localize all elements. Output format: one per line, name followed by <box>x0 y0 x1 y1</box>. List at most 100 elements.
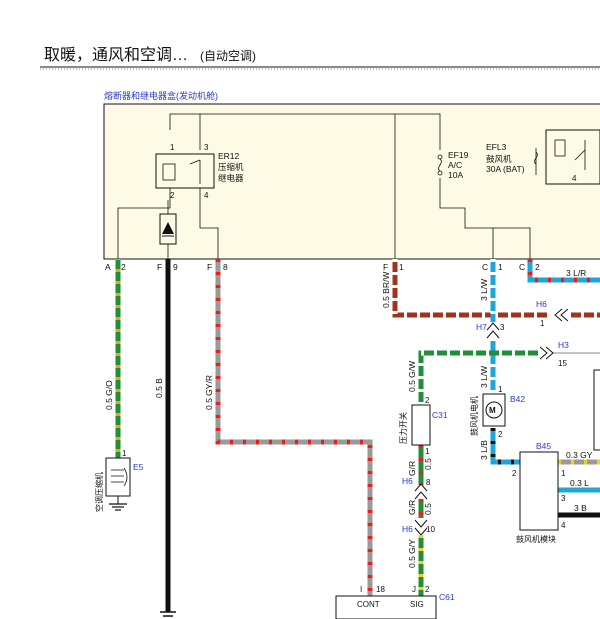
fuse-efl3-pin: 4 <box>572 174 577 183</box>
component-b42: M 1 2 B42 鼓风机电机 <box>469 385 525 439</box>
splice-h7: H7 <box>476 322 487 332</box>
page-subtitle: (自动空调) <box>200 49 256 63</box>
conn-a-letter: A <box>105 262 111 272</box>
b45-pin4: 4 <box>561 521 566 530</box>
conn-c1-pin: 1 <box>498 262 503 272</box>
fuse-ef19-id: EF19 <box>448 150 469 160</box>
label-lb: 3 L/B <box>479 440 489 460</box>
splice-h6-a: H6 <box>402 476 413 486</box>
relay-id: ER12 <box>218 151 240 161</box>
relay-pin1: 1 <box>170 143 175 152</box>
motor-icon: M <box>489 406 496 415</box>
conn-f9-letter: F <box>157 262 162 272</box>
wire-b45-right <box>558 459 600 518</box>
label-gw: 0.5 G/W <box>407 361 417 392</box>
conn-f8-letter: F <box>207 262 212 272</box>
wire-internal-bus <box>200 113 441 150</box>
label-go: 0.5 G/O <box>104 380 114 410</box>
c61-id: C61 <box>439 592 455 602</box>
b45-pin3: 3 <box>561 494 566 503</box>
relay-pin2: 2 <box>170 191 175 200</box>
b45-pin1: 1 <box>561 469 566 478</box>
diode <box>159 200 177 259</box>
offpage-component <box>593 369 600 451</box>
relay-name1: 压缩机 <box>218 162 244 172</box>
splice-h6-b: H6 <box>402 524 413 534</box>
wire-gr <box>414 445 428 536</box>
e5-pin: 1 <box>122 449 127 458</box>
component-c61: I 18 J 2 C61 CONT SIG <box>335 585 455 619</box>
conn-f8-pin: 8 <box>223 262 228 272</box>
label-l-right: 0.3 L <box>570 478 589 488</box>
c61-cont: CONT <box>357 600 380 609</box>
label-lr: 3 L/R <box>566 268 586 278</box>
relay-pin3: 3 <box>204 143 209 152</box>
label-gr2: 0.5 <box>423 503 433 515</box>
fuse-efl3-rating: 30A (BAT) <box>486 164 525 174</box>
wire-lb <box>490 428 520 465</box>
wire-lr <box>527 259 600 283</box>
label-gr1-color: G/R <box>407 461 417 476</box>
relay-er12: 1 3 2 4 ER12 压缩机 继电器 <box>155 113 244 200</box>
fuse-efl3: EFL3 鼓风机 30A (BAT) 4 <box>486 129 600 185</box>
wire-internal-f8 <box>199 188 219 259</box>
b45-pin2: 2 <box>512 469 517 478</box>
conn-f9-pin: 9 <box>173 262 178 272</box>
conn-c1-letter: C <box>482 262 488 272</box>
relay-pin4: 4 <box>204 191 209 200</box>
splice-h3-pin: 15 <box>558 359 567 368</box>
e5-name: 空调压缩机 <box>94 472 104 512</box>
page-title: 取暖，通风和空调… <box>44 46 188 64</box>
splice-h6-a-pin: 8 <box>426 478 431 487</box>
label-gy: 0.5 G/Y <box>407 539 417 568</box>
wire-gyr <box>215 259 373 596</box>
b42-id: B42 <box>510 394 525 404</box>
label-lw-top: 3 L/W <box>479 279 489 301</box>
label-brw: 0.5 BR/W <box>381 272 391 308</box>
splice-h7-pin: 3 <box>500 323 505 332</box>
fuse-ef19-rating: 10A <box>448 170 463 180</box>
c61-pin-2: 2 <box>425 585 430 594</box>
connector-labels: A 2 F 9 F 8 F 1 C 1 C 2 <box>105 262 540 272</box>
wire-lw-top <box>486 259 500 390</box>
wire-gw <box>418 346 600 405</box>
b42-pin-bottom: 2 <box>498 430 503 439</box>
relay-name2: 继电器 <box>218 173 244 183</box>
c31-pin-bottom: 1 <box>425 447 430 456</box>
splice-h6-b-pin: 10 <box>426 525 435 534</box>
e5-id: E5 <box>133 462 144 472</box>
conn-c2-letter: C <box>519 262 525 272</box>
conn-f1-letter: F <box>383 262 388 272</box>
fusebox-label: 熔断器和继电器盒(发动机舱) <box>104 90 218 101</box>
component-e5: 1 E5 空调压缩机 <box>94 449 144 512</box>
fuse-efl3-name: 鼓风机 <box>486 154 512 164</box>
fuse-efl3-id: EFL3 <box>486 142 507 152</box>
splice-h6-top-pin: 1 <box>540 319 545 328</box>
fuse-ef19-name: A/C <box>448 160 462 170</box>
label-gyr: 0.5 GY/R <box>204 375 214 410</box>
wire-b <box>160 259 176 617</box>
b45-id: B45 <box>536 441 551 451</box>
b42-name: 鼓风机电机 <box>469 396 479 436</box>
wire-internal-c2 <box>493 227 531 259</box>
c61-pin-i: I <box>360 585 362 594</box>
component-b45: B45 2 1 3 4 鼓风机模块 <box>512 441 566 544</box>
wire-internal-a <box>117 188 171 259</box>
splice-h3: H3 <box>558 340 569 350</box>
c31-pin-top: 2 <box>425 396 430 405</box>
label-gr2-color: G/R <box>407 500 417 515</box>
label-gy-right: 0.3 GY <box>566 450 593 460</box>
c61-pin-j: J <box>412 585 416 594</box>
label-b-right: 3 B <box>574 503 587 513</box>
component-c31: 2 1 C31 压力开关 <box>398 396 448 456</box>
wire-internal-c1 <box>439 178 494 259</box>
c31-name: 压力开关 <box>398 412 408 444</box>
conn-c2-pin: 2 <box>535 262 540 272</box>
c31-id: C31 <box>432 410 448 420</box>
label-b: 0.5 B <box>154 378 164 398</box>
conn-a-pin: 2 <box>121 262 126 272</box>
label-gr1: 0.5 <box>423 458 433 470</box>
splice-h6-top: H6 <box>536 299 547 309</box>
wire-brw <box>392 259 600 322</box>
